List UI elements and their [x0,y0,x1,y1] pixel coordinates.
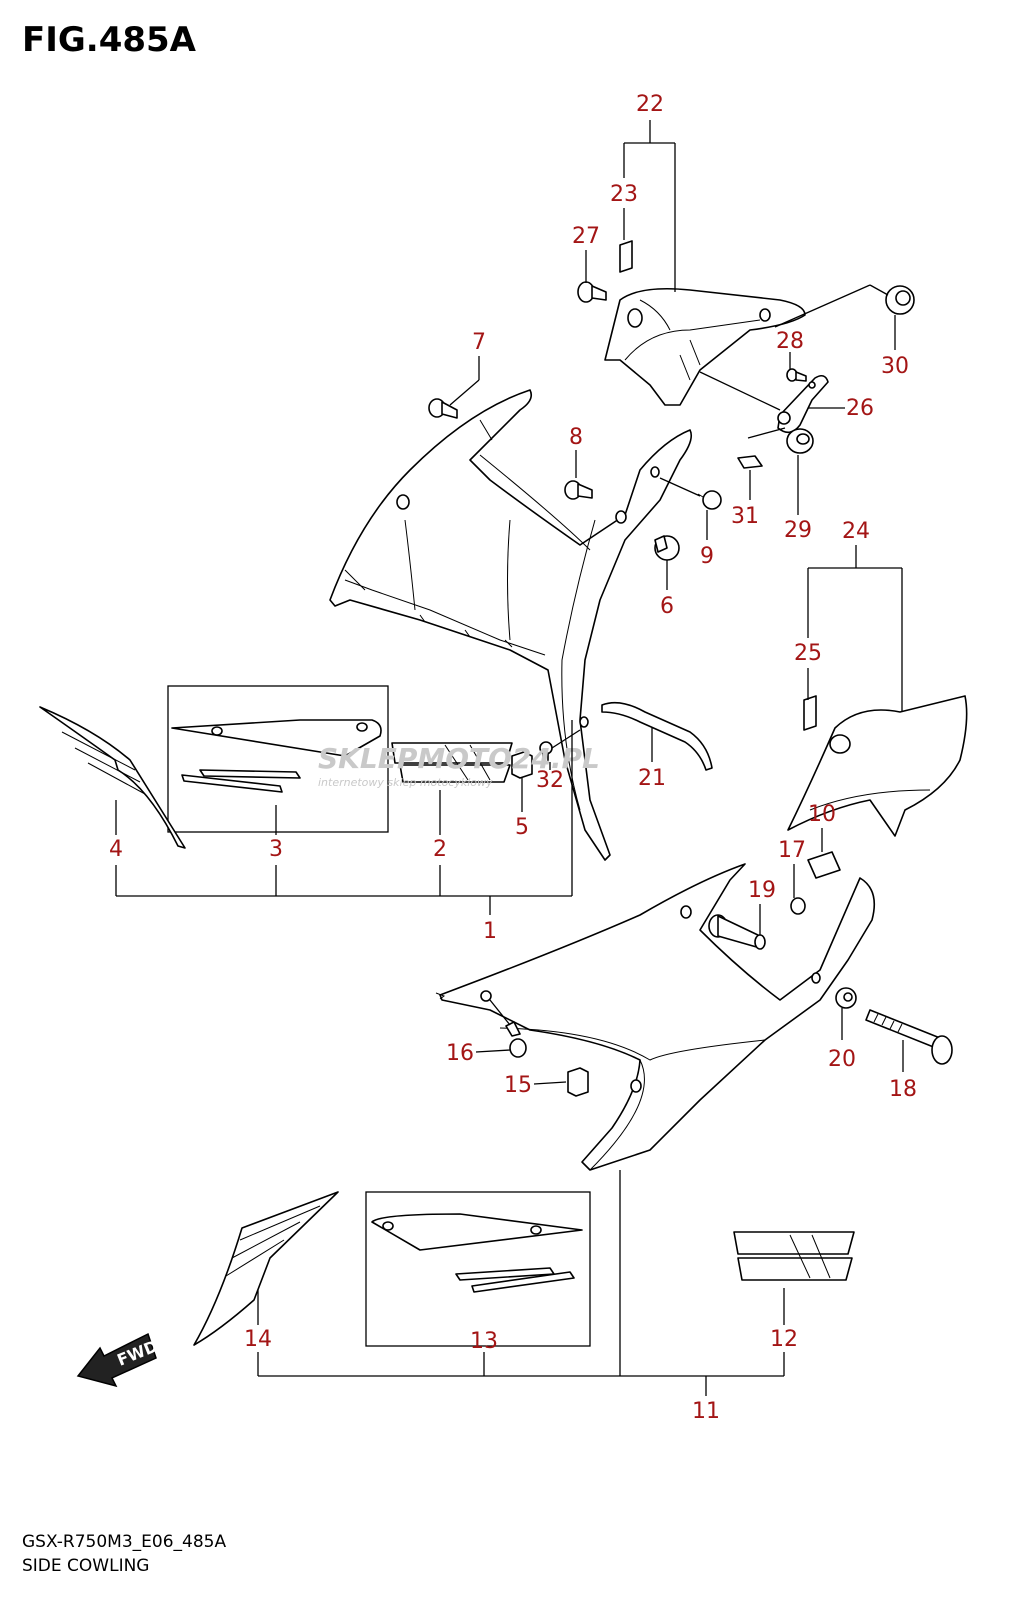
callout-23: 23 [610,182,638,207]
callout-19: 19 [748,878,776,903]
trim-21[interactable] [601,701,713,771]
callout-9: 9 [700,544,714,569]
stripe-set-3-box [167,685,389,833]
callout-22: 22 [636,92,664,117]
callout-26: 26 [846,396,874,421]
callout-20: 20 [828,1047,856,1072]
nut-15[interactable] [567,1067,589,1097]
nut-5[interactable] [511,751,533,779]
callout-4: 4 [109,837,123,862]
callout-18: 18 [889,1077,917,1102]
emblem-12 [733,1231,855,1281]
screw-28[interactable] [786,368,807,382]
callout-28: 28 [776,329,804,354]
callout-12: 12 [770,1327,798,1352]
inner-panel-upper[interactable] [604,287,806,406]
label-23 [619,240,633,273]
watermark-sub: internetowy sklep motocyklowy [318,776,493,789]
callouts: 22 23 27 28 30 26 7 8 31 29 24 9 6 25 21… [109,92,917,1424]
callout-27: 27 [572,224,600,249]
callout-21: 21 [638,766,666,791]
callout-7: 7 [472,330,486,355]
fwd-arrow-icon: FWD [76,1332,160,1388]
emblem-2 [391,742,513,783]
stripe-4 [39,706,186,849]
callout-14: 14 [244,1327,272,1352]
callout-17: 17 [778,838,806,863]
pad-31 [737,455,763,469]
label-10 [807,851,841,879]
callout-8: 8 [569,425,583,450]
screw-7[interactable] [428,398,458,419]
callout-30: 30 [881,354,909,379]
collar-19[interactable] [708,914,766,950]
callout-6: 6 [660,594,674,619]
bolt-18[interactable] [865,1009,953,1065]
callout-2: 2 [433,837,447,862]
nut-9[interactable] [697,490,722,510]
grommet-29[interactable] [786,428,814,454]
stripe-14 [193,1191,339,1346]
grommet-30[interactable] [885,285,915,315]
figure-title: FIG.485A [22,20,196,60]
callout-31: 31 [731,504,759,529]
stripe-set-13 [371,1213,583,1293]
screw-27[interactable] [577,281,607,303]
callout-3: 3 [269,837,283,862]
watermark: SKLEPMOTO24.PL internetowy sklep motocyk… [318,742,600,789]
washer-20[interactable] [835,987,857,1009]
callout-24: 24 [842,519,870,544]
callout-10: 10 [808,802,836,827]
callout-1: 1 [483,919,497,944]
leader-lines [115,120,904,1396]
model-code: GSX-R750M3_E06_485A [22,1532,227,1552]
side-cowling-upper[interactable] [329,389,693,861]
callout-32: 32 [536,768,564,793]
callout-25: 25 [794,641,822,666]
callout-11: 11 [692,1399,720,1424]
side-cowl-lower-right[interactable] [787,695,968,837]
screw-16[interactable] [505,1021,527,1058]
callout-16: 16 [446,1041,474,1066]
callout-29: 29 [784,518,812,543]
section-name: SIDE COWLING [22,1556,150,1576]
grommet-17[interactable] [790,897,806,915]
callout-5: 5 [515,815,529,840]
bracket-26[interactable] [777,374,829,434]
stripe-set-13-box [365,1191,591,1347]
side-cowling-lower[interactable] [435,863,876,1171]
label-25 [803,695,817,731]
stripe-set-3 [171,719,382,793]
callout-15: 15 [504,1073,532,1098]
screw-8[interactable] [564,480,593,500]
callout-13: 13 [470,1329,498,1354]
grommet-6[interactable] [654,535,680,561]
